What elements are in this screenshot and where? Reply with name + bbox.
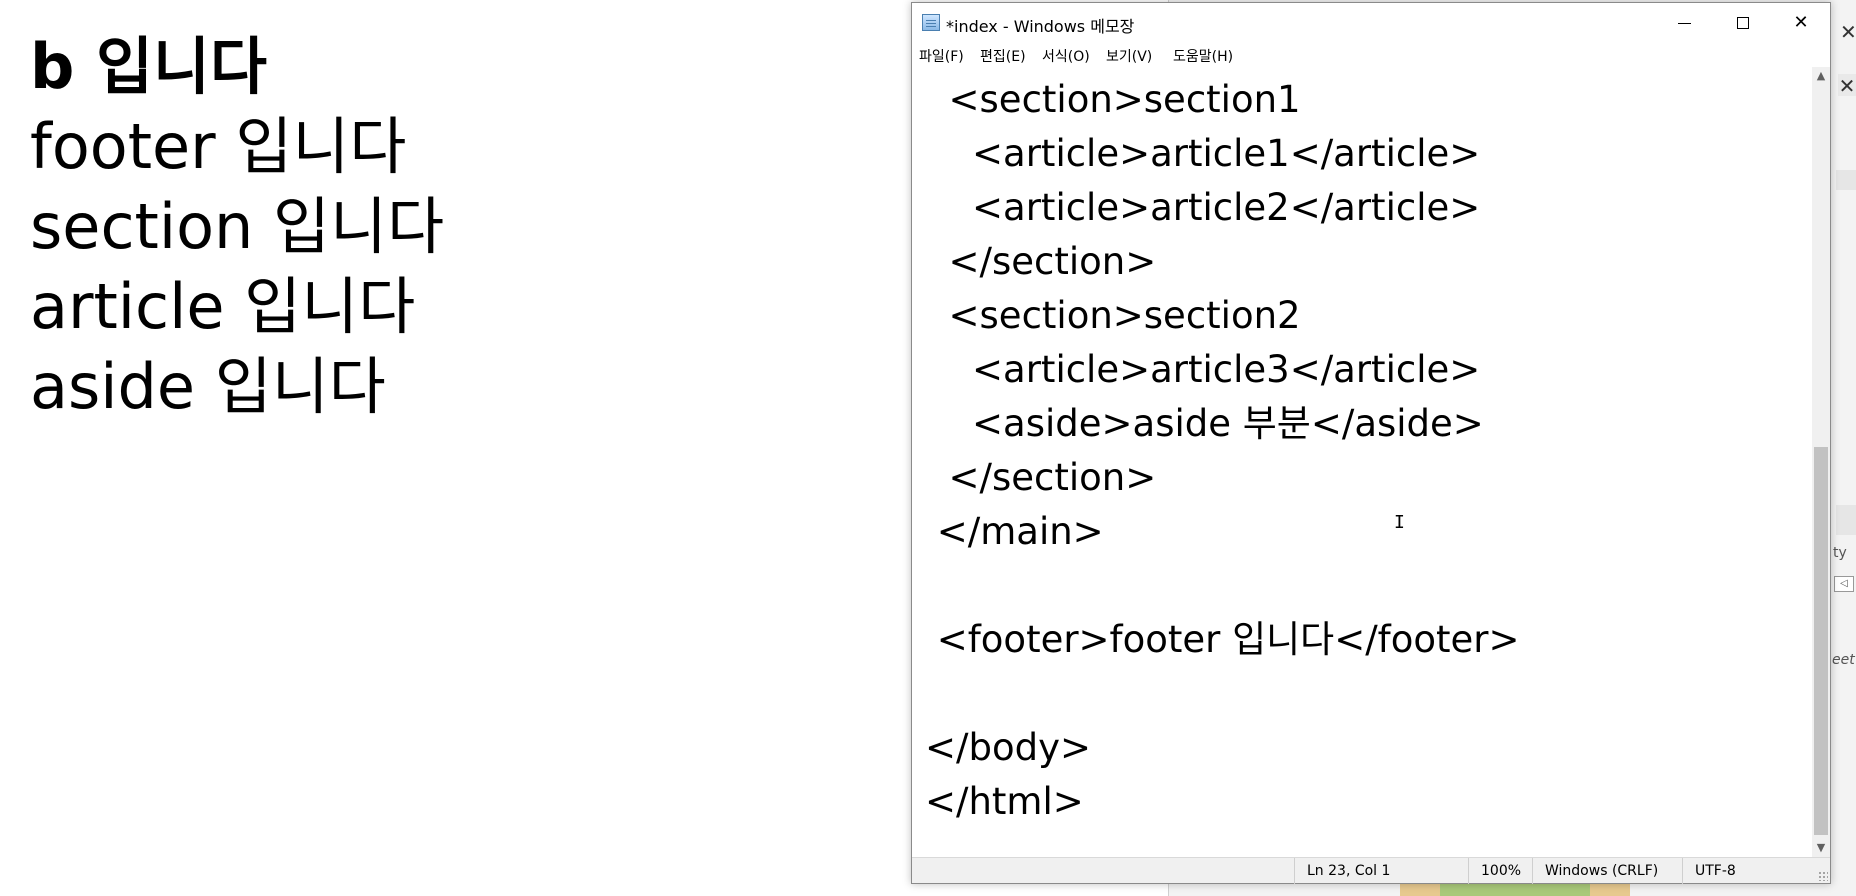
notepad-icon — [922, 14, 940, 31]
window-title: *index - Windows 메모장 — [946, 17, 1135, 36]
background-label: eet — [1832, 652, 1855, 668]
close-icon: ✕ — [1793, 12, 1809, 33]
scrollbar-thumb[interactable] — [1814, 447, 1828, 835]
background-window-strip — [1836, 505, 1856, 535]
title-bar[interactable]: *index - Windows 메모장 ✕ — [912, 3, 1830, 43]
status-zoom: 100% — [1468, 858, 1532, 884]
code-line: <footer>footer 입니다</footer> — [925, 618, 1520, 661]
text-editor[interactable]: <section>section1 <article>article1</art… — [912, 67, 1812, 857]
code-line: </section> — [925, 240, 1157, 283]
code-line: <article>article2</article> — [925, 186, 1481, 229]
status-encoding: UTF-8 — [1682, 858, 1802, 884]
browser-page: b 입니다 footer 입니다 section 입니다 article 입니다… — [0, 0, 905, 896]
menu-format[interactable]: 서식(O) — [1042, 49, 1090, 65]
menu-view[interactable]: 보기(V) — [1106, 49, 1153, 65]
background-window-strip — [1836, 170, 1856, 190]
code-line: <article>article1</article> — [925, 132, 1481, 175]
close-button[interactable]: ✕ — [1772, 3, 1830, 43]
resize-grip-icon[interactable] — [1818, 871, 1828, 881]
status-cursor-position: Ln 23, Col 1 — [1294, 858, 1456, 884]
code-line: <article>article3</article> — [925, 348, 1481, 391]
page-text-b: b 입니다 — [30, 30, 268, 103]
code-line: <section>section2 — [925, 294, 1301, 337]
code-line: </html> — [925, 780, 1084, 823]
page-text-footer: footer 입니다 — [30, 110, 407, 183]
scroll-up-icon[interactable]: ▲ — [1816, 69, 1826, 82]
menu-edit[interactable]: 편집(E) — [980, 49, 1026, 65]
maximize-icon — [1737, 17, 1749, 29]
background-close-icon[interactable]: ✕ — [1838, 74, 1856, 98]
menu-help[interactable]: 도움말(H) — [1173, 49, 1234, 65]
background-close-icon[interactable]: ✕ — [1840, 20, 1856, 44]
minimize-icon — [1677, 22, 1691, 24]
code-line: </main> — [925, 510, 1104, 553]
minimize-button[interactable] — [1655, 3, 1713, 43]
notepad-window: *index - Windows 메모장 ✕ 파일(F) 편집(E) 서식(O)… — [911, 2, 1831, 884]
background-graphic — [1440, 884, 1590, 896]
background-label: ty — [1833, 545, 1847, 561]
code-line: <section>section1 — [925, 78, 1301, 121]
status-line-ending: Windows (CRLF) — [1532, 858, 1682, 884]
text-cursor-icon: I — [1394, 512, 1405, 533]
code-line: </body> — [925, 726, 1091, 769]
page-text-section: section 입니다 — [30, 190, 445, 263]
maximize-button[interactable] — [1714, 3, 1772, 43]
scroll-down-icon[interactable]: ▼ — [1816, 841, 1826, 854]
code-line: </section> — [925, 456, 1157, 499]
collapse-icon[interactable]: ◁ — [1834, 576, 1854, 592]
vertical-scrollbar[interactable]: ▲ ▼ — [1812, 67, 1830, 857]
page-text-article: article 입니다 — [30, 270, 416, 343]
page-text-aside: aside 입니다 — [30, 350, 386, 423]
menu-file[interactable]: 파일(F) — [919, 49, 964, 65]
code-line: <aside>aside 부분</aside> — [925, 402, 1484, 445]
status-bar: Ln 23, Col 1 100% Windows (CRLF) UTF-8 — [912, 857, 1830, 884]
menu-bar: 파일(F) 편집(E) 서식(O) 보기(V) 도움말(H) — [912, 43, 1830, 67]
